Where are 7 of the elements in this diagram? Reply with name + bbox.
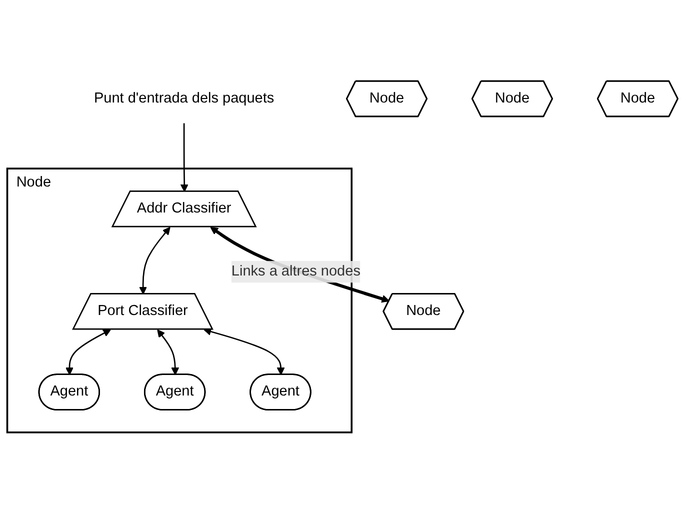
arrow: [180, 123, 188, 192]
arrow: [210, 227, 390, 303]
node-text: Punt d'entrada dels paquets: [94, 90, 274, 106]
arrow: [204, 328, 285, 376]
arrow: [157, 330, 180, 376]
arrow: [65, 329, 111, 376]
arrow: [139, 227, 170, 295]
